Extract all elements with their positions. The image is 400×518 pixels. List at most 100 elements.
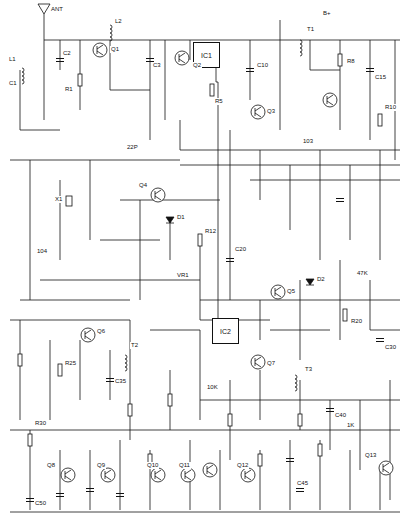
part-label: Q6 bbox=[96, 328, 106, 335]
transistor-symbol bbox=[65, 470, 71, 480]
part-label: R8 bbox=[346, 58, 356, 65]
transistor-symbol bbox=[203, 463, 217, 477]
capacitor-symbol bbox=[226, 259, 234, 262]
resistor-symbol bbox=[168, 394, 172, 406]
diode-symbol bbox=[166, 217, 174, 223]
part-label: R12 bbox=[204, 228, 217, 235]
ic-box: IC2 bbox=[212, 318, 239, 344]
part-label: C45 bbox=[296, 480, 309, 487]
part-label: D2 bbox=[316, 276, 326, 283]
resistor-symbol bbox=[210, 84, 214, 96]
capacitor-symbol bbox=[326, 409, 334, 412]
capacitor-symbol bbox=[56, 494, 64, 497]
part-label: C1 bbox=[8, 80, 18, 87]
part-label: Q9 bbox=[96, 462, 106, 469]
part-label: C20 bbox=[234, 246, 247, 253]
part-label: D1 bbox=[176, 214, 186, 221]
transistor-symbol bbox=[185, 470, 191, 480]
part-label: 47K bbox=[356, 270, 369, 277]
part-label: C30 bbox=[384, 344, 397, 351]
part-label: R1 bbox=[64, 86, 74, 93]
transistor-symbol bbox=[61, 468, 75, 482]
ic-name: IC1 bbox=[201, 52, 212, 59]
capacitor-symbol bbox=[116, 494, 124, 497]
transistor-symbol bbox=[179, 53, 185, 63]
part-label: Q8 bbox=[46, 462, 56, 469]
coil-symbol bbox=[295, 375, 297, 391]
resistor-symbol bbox=[228, 414, 232, 426]
transistor-symbol bbox=[255, 357, 261, 367]
part-label: L2 bbox=[114, 18, 123, 25]
capacitor-symbol bbox=[366, 69, 374, 72]
part-label: Q2 bbox=[192, 62, 202, 69]
transistor-symbol bbox=[101, 468, 115, 482]
resistor-symbol bbox=[78, 74, 82, 86]
part-label: Q7 bbox=[266, 360, 276, 367]
capacitor-symbol bbox=[376, 339, 384, 342]
part-label: Q10 bbox=[146, 462, 159, 469]
part-label: B+ bbox=[322, 10, 332, 17]
part-label: C10 bbox=[256, 62, 269, 69]
part-label: T2 bbox=[130, 342, 139, 349]
capacitor-symbol bbox=[336, 199, 344, 202]
part-label: Q1 bbox=[110, 46, 120, 53]
diode-symbol bbox=[306, 279, 314, 285]
capacitor-symbol bbox=[106, 379, 114, 382]
coil-symbol bbox=[22, 68, 24, 84]
part-label: ANT bbox=[50, 6, 64, 13]
coil-symbol bbox=[110, 25, 112, 41]
transistor-symbol bbox=[97, 45, 103, 55]
transistor-symbol bbox=[323, 93, 337, 107]
part-label: L1 bbox=[8, 56, 17, 63]
ic-name: IC2 bbox=[220, 328, 231, 335]
part-label: Q13 bbox=[364, 452, 377, 459]
transistor-symbol bbox=[275, 287, 281, 297]
part-label: R30 bbox=[34, 420, 47, 427]
connector bbox=[216, 68, 218, 318]
transistor-symbol bbox=[155, 190, 161, 200]
part-label: R20 bbox=[350, 318, 363, 325]
part-label: 22P bbox=[126, 144, 139, 151]
capacitor-symbol bbox=[26, 499, 34, 502]
capacitor-symbol bbox=[286, 459, 294, 462]
transistor-symbol bbox=[241, 468, 255, 482]
part-label: VR1 bbox=[176, 272, 190, 279]
transistor-symbol bbox=[251, 355, 265, 369]
part-label: C50 bbox=[34, 500, 47, 507]
part-label: Q12 bbox=[236, 462, 249, 469]
transistor-symbol bbox=[175, 51, 189, 65]
transistor-symbol bbox=[105, 470, 111, 480]
crystal-symbol bbox=[66, 196, 72, 206]
transistor-symbol bbox=[251, 105, 265, 119]
part-label: C40 bbox=[334, 412, 347, 419]
transistor-symbol bbox=[93, 43, 107, 57]
resistor-symbol bbox=[58, 364, 62, 376]
resistor-symbol bbox=[318, 444, 322, 456]
part-label: R25 bbox=[64, 360, 77, 367]
capacitor-symbol bbox=[246, 69, 254, 72]
transistor-symbol bbox=[383, 463, 389, 473]
transistor-symbol bbox=[181, 468, 195, 482]
part-label: 103 bbox=[302, 138, 314, 145]
transistor-symbol bbox=[207, 465, 213, 475]
part-label: C3 bbox=[152, 62, 162, 69]
transistor-symbol bbox=[327, 95, 333, 105]
transistor-symbol bbox=[245, 470, 251, 480]
transistor-symbol bbox=[151, 188, 165, 202]
part-label: R5 bbox=[214, 98, 224, 105]
transistor-symbol bbox=[379, 461, 393, 475]
part-label: X1 bbox=[54, 196, 63, 203]
part-label: 104 bbox=[36, 248, 48, 255]
part-label: R10 bbox=[384, 104, 397, 111]
transistor-symbol bbox=[151, 468, 165, 482]
part-label: Q5 bbox=[286, 288, 296, 295]
transistor-symbol bbox=[255, 107, 261, 117]
capacitor-symbol bbox=[296, 489, 304, 492]
capacitor-symbol bbox=[86, 489, 94, 492]
resistor-symbol bbox=[128, 404, 132, 416]
part-label: C15 bbox=[374, 74, 387, 81]
part-label: 10K bbox=[206, 384, 219, 391]
part-label: C35 bbox=[114, 378, 127, 385]
resistor-symbol bbox=[378, 114, 382, 126]
